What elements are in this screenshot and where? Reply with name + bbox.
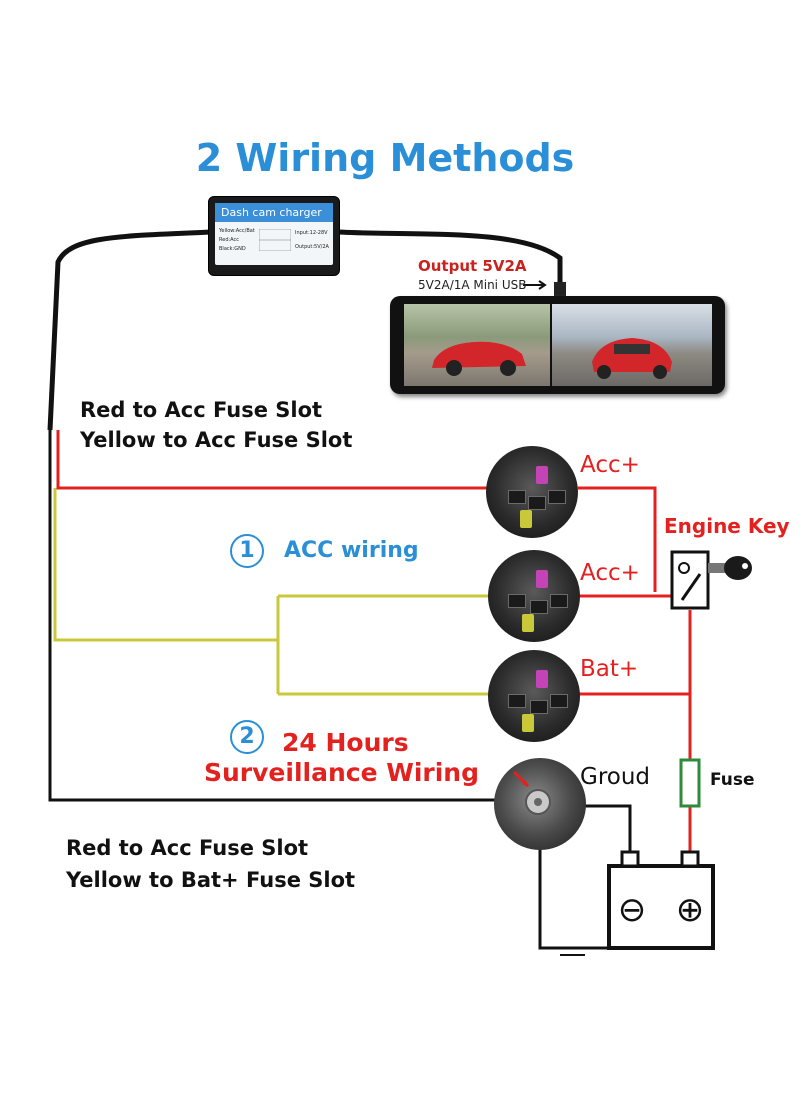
- charger-line-yellow: Yellow:Acc/Bat: [219, 228, 255, 234]
- charger-label: Dash cam charger Yellow:Acc/Bat Red:Acc …: [215, 203, 333, 265]
- battery-body: [607, 864, 715, 950]
- key-switch-lever: [680, 573, 702, 601]
- fuse-slot: [508, 694, 526, 708]
- usb-arrow: [523, 280, 547, 290]
- rear-car-image: [592, 338, 672, 379]
- fuse-slot: [550, 594, 568, 608]
- charger-input: Input:12-28V: [295, 230, 328, 236]
- fuse-slot: [528, 496, 546, 510]
- key-blade: [708, 563, 726, 573]
- method2-label-line1: 24 Hours: [282, 728, 409, 757]
- key-switch-body: [670, 550, 710, 610]
- fuse-slot: [530, 600, 548, 614]
- charger-line-black: Black:GND: [219, 246, 246, 252]
- terminal-label-acc2: Acc+: [580, 560, 640, 586]
- method2-note-line2: Yellow to Bat+ Fuse Slot: [66, 868, 356, 892]
- fuse-label: Fuse: [710, 770, 755, 790]
- front-car-image: [432, 341, 526, 376]
- fuse-box-acc2: [488, 550, 580, 642]
- mini-fuse-purple: [536, 466, 548, 484]
- key-head: [724, 556, 752, 580]
- charger-label-header: Dash cam charger: [215, 203, 333, 222]
- battery-terminal-neg: [620, 850, 640, 868]
- fuse-slot: [548, 490, 566, 504]
- mini-fuse-yellow: [520, 510, 532, 528]
- fuse-slot: [508, 490, 526, 504]
- method2-note-line1: Red to Acc Fuse Slot: [66, 836, 309, 860]
- key-switch-pivot: [678, 562, 690, 574]
- earth-symbol: [555, 947, 590, 956]
- mini-fuse-yellow: [522, 614, 534, 632]
- method1-note-line1: Red to Acc Fuse Slot: [80, 398, 323, 422]
- method2-number-badge: 2: [230, 720, 264, 754]
- fuse-slot: [508, 594, 526, 608]
- charger-spec-table: [259, 229, 291, 251]
- ground-bolt-photo: [494, 758, 586, 850]
- charger-line-red: Red:Acc: [219, 237, 240, 243]
- red-circuit-top: [578, 486, 657, 592]
- black-cable: [47, 229, 213, 431]
- mini-fuse-yellow: [522, 714, 534, 732]
- yellow-branch: [276, 594, 495, 696]
- fuse-box-bat: [488, 650, 580, 742]
- output-sub: 5V2A/1A Mini USB: [418, 278, 527, 292]
- method1-number-badge: 1: [230, 534, 264, 568]
- mini-fuse-purple: [536, 670, 548, 688]
- charger-output: Output:5V/2A: [295, 244, 329, 250]
- dash-cam-charger: Dash cam charger Yellow:Acc/Bat Red:Acc …: [208, 196, 340, 276]
- ground-bolt-image: [512, 770, 551, 815]
- fuse-slot: [550, 694, 568, 708]
- rear-camera-view: [552, 304, 712, 386]
- engine-key-label: Engine Key: [664, 514, 790, 538]
- black-cable-right: [337, 229, 563, 298]
- terminal-label-bat: Bat+: [580, 656, 639, 682]
- battery-ground-wire: [578, 804, 632, 858]
- battery-terminal-pos: [680, 850, 700, 868]
- mini-fuse-purple: [536, 570, 548, 588]
- usb-plug: [554, 282, 566, 300]
- method1-label: ACC wiring: [284, 538, 419, 563]
- front-camera-view: [404, 304, 550, 386]
- battery-minus-symbol: ⊖: [617, 890, 647, 930]
- ground-wire-black: [48, 430, 505, 802]
- method1-note-line2: Yellow to Acc Fuse Slot: [80, 428, 353, 452]
- page-title: 2 Wiring Methods: [195, 136, 575, 180]
- output-title: Output 5V2A: [418, 257, 527, 275]
- method2-label-line2: Surveillance Wiring: [204, 758, 479, 787]
- red-wire-acc: [56, 430, 492, 490]
- fuse-slot: [530, 700, 548, 714]
- yellow-wire: [53, 488, 278, 642]
- key-ring: [742, 563, 748, 569]
- battery-plus-symbol: ⊕: [675, 890, 705, 930]
- terminal-label-ground: Groud: [580, 764, 651, 790]
- inline-fuse: [679, 758, 701, 808]
- mirror-dash-cam: [390, 296, 725, 394]
- terminal-label-acc1: Acc+: [580, 452, 640, 478]
- fuse-box-acc1: [486, 446, 578, 538]
